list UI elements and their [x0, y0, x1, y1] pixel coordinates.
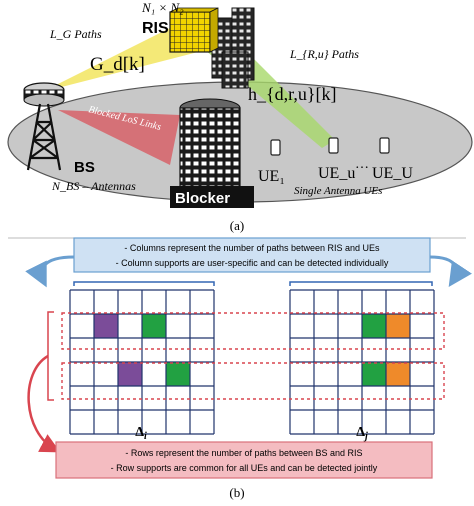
- matrix-i-nonzero-cell: [142, 314, 166, 338]
- matrix-j-label: Δj: [356, 425, 368, 442]
- ue-1-phone-icon: [270, 139, 281, 156]
- matrix-i-nonzero-cell: [118, 362, 142, 386]
- ris-dims-label: N₁ × N₂: [141, 0, 184, 15]
- rows-info-box: [55, 441, 433, 479]
- matrix-i-nonzero-cell: [94, 314, 118, 338]
- ue-1-label: UE₁: [258, 168, 285, 185]
- columns-info-line2: - Column supports are user-specific and …: [116, 258, 389, 268]
- rows-arrow: [27, 354, 61, 453]
- matrix-i-label: Δi: [135, 425, 147, 442]
- blocked-los-beam: [58, 110, 180, 165]
- blocker-building-icon: [170, 98, 254, 208]
- matrix-j-nonzero-cell: [362, 362, 386, 386]
- ue-U-phone-icon: [379, 137, 390, 154]
- rows-info-line2: - Row supports are common for all UEs an…: [111, 463, 378, 473]
- matrix-delta-j: [289, 289, 435, 435]
- matrix-j-nonzero-cell: [386, 362, 410, 386]
- row-highlight-1: [61, 312, 445, 350]
- single-antenna-label: Single Antenna UEs: [294, 185, 382, 197]
- h-channel-label: h_{d,r,u}[k]: [248, 84, 337, 104]
- matrix-i-column-bracket: [73, 281, 215, 286]
- bs-antennas-label: N_BS – Antennas: [51, 179, 136, 193]
- panel-b: - Columns represent the number of paths …: [25, 237, 472, 500]
- columns-arrow-left: [25, 255, 75, 288]
- rows-info-line1: - Rows represent the number of paths bet…: [125, 448, 362, 458]
- ue-U-label: UE_U: [372, 165, 413, 182]
- columns-arrow-right: [429, 255, 472, 287]
- columns-info-line1: - Columns represent the number of paths …: [124, 243, 380, 253]
- caption-b: (b): [229, 485, 244, 500]
- ue-u-phone-icon: [328, 137, 339, 154]
- caption-a: (a): [230, 218, 244, 233]
- g-channel-label: G_d[k]: [90, 54, 145, 75]
- bs-tower-icon: [23, 82, 65, 171]
- row-highlight-2: [61, 362, 445, 400]
- ris-label: RIS: [142, 20, 169, 37]
- lru-paths-label: L_{R,u} Paths: [289, 47, 359, 61]
- ue-dots-label: …: [355, 157, 369, 172]
- bs-label: BS: [74, 159, 95, 176]
- rows-bracket: [47, 311, 54, 401]
- blocker-label: Blocker: [175, 190, 230, 207]
- matrix-j-nonzero-cell: [386, 314, 410, 338]
- ue-phones: [270, 137, 390, 156]
- bs-ris-beam: [42, 18, 198, 92]
- panel-a: N₁ × N₂ RIS L_G Paths G_d[k] L_{R,u} Pat…: [7, 0, 473, 233]
- lg-paths-label: L_G Paths: [49, 27, 102, 41]
- columns-info-box: [73, 237, 431, 273]
- ris-panel: [169, 11, 211, 53]
- ue-u-label: UE_u: [318, 165, 355, 182]
- matrix-j-nonzero-cell: [362, 314, 386, 338]
- matrix-delta-i: [69, 289, 215, 435]
- matrix-j-column-bracket: [289, 281, 433, 286]
- matrix-i-nonzero-cell: [166, 362, 190, 386]
- city-buildings: [211, 7, 255, 89]
